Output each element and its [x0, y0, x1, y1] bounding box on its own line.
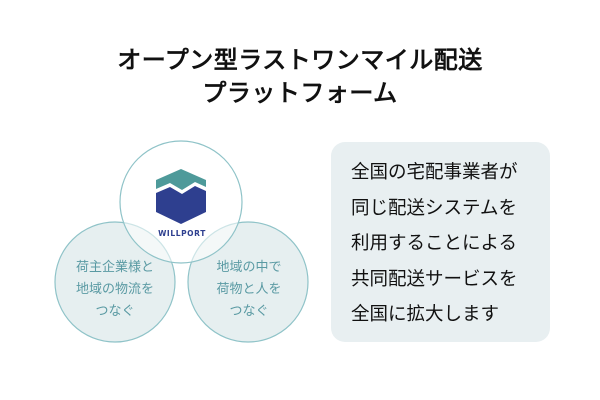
right-circle-line: 荷物と人を — [216, 282, 282, 297]
left-circle-line: 地域の物流を — [75, 282, 154, 297]
title-line-2: プラットフォーム — [202, 79, 398, 107]
page-title: オープン型ラストワンマイル配送 プラットフォーム — [0, 44, 600, 110]
right-circle-text: 地域の中で 荷物と人を つなぐ — [189, 257, 309, 323]
willport-logo-icon: WILLPORT — [156, 169, 206, 238]
right-circle — [187, 221, 309, 343]
left-circle-line: つなぐ — [95, 304, 135, 319]
description-box: 全国の宅配事業者が 同じ配送システムを 利用することによる 共同配送サービスを … — [331, 142, 550, 342]
description-line: 利用することによる — [351, 233, 517, 254]
left-circle — [54, 221, 176, 343]
description-line: 全国の宅配事業者が — [351, 162, 518, 183]
description-line: 共同配送サービスを — [351, 268, 518, 290]
title-line-1: オープン型ラストワンマイル配送 — [117, 46, 483, 74]
left-circle-text: 荷主企業様と 地域の物流を つなぐ — [55, 257, 175, 323]
logo-text: WILLPORT — [158, 229, 206, 238]
right-circle-line: つなぐ — [229, 304, 269, 319]
left-circle-line: 荷主企業様と — [75, 260, 154, 275]
right-circle-line: 地域の中で — [216, 260, 282, 275]
description-line: 全国に拡大します — [351, 304, 500, 325]
description-line: 同じ配送システムを — [351, 197, 517, 219]
